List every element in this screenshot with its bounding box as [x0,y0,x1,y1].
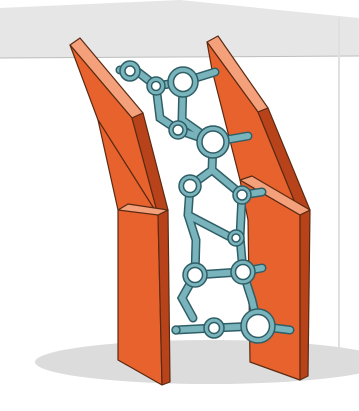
network-node [231,260,255,284]
network-node [233,186,251,204]
network-node [197,126,229,158]
network-node [183,263,207,287]
network-node [168,67,198,97]
network-node [228,230,244,246]
network-node [120,61,140,81]
network-node [147,77,165,95]
network-node [204,318,224,338]
network-node [179,175,201,197]
network-node [241,309,275,343]
right-panel-lower-side [300,210,310,380]
network-node [169,121,187,139]
network-node [172,326,180,334]
